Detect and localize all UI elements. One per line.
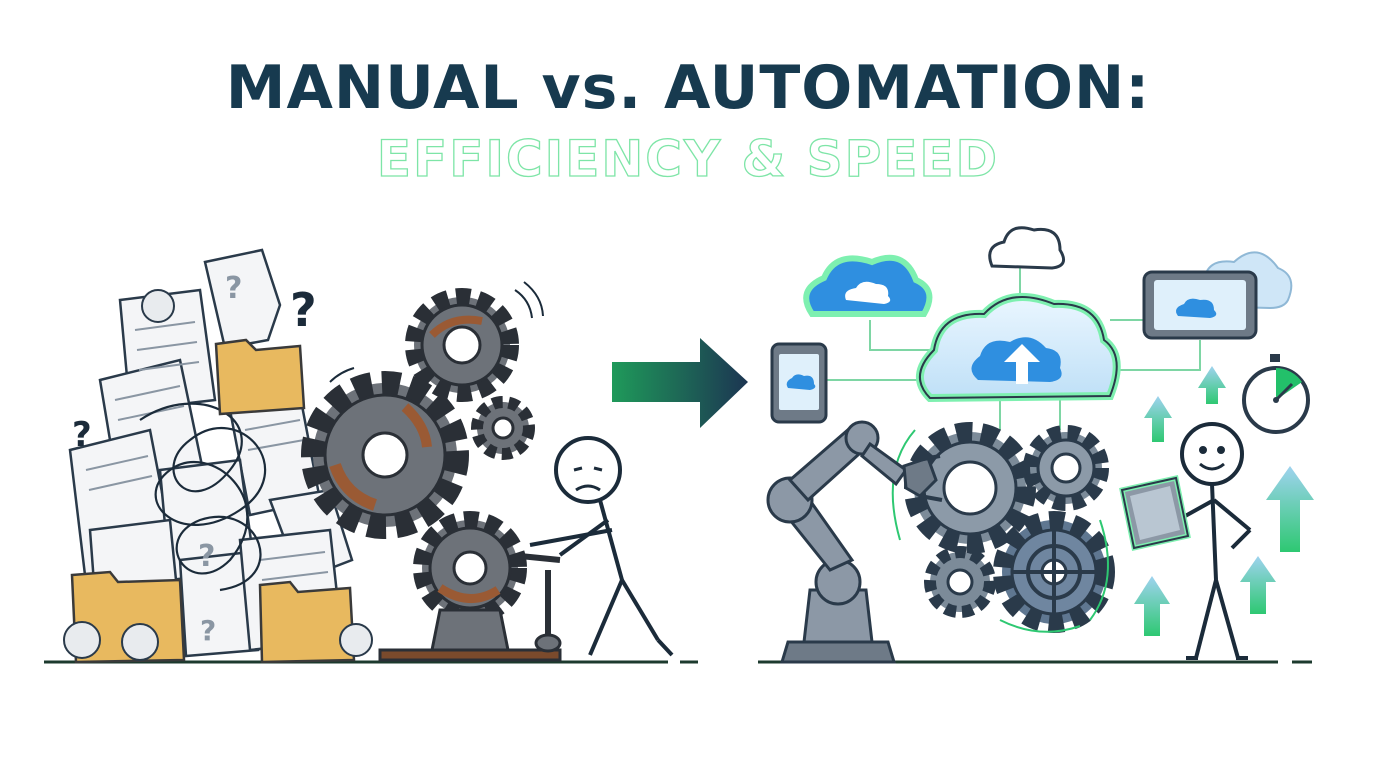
cloud-upload-icon bbox=[916, 293, 1121, 403]
phone-icon bbox=[770, 342, 828, 424]
svg-text:?: ? bbox=[72, 415, 92, 455]
hand-crank-icon bbox=[378, 553, 562, 662]
up-arrow-icon bbox=[1134, 366, 1314, 636]
manual-scene: ? ? ? ? ? bbox=[44, 248, 698, 664]
cloud-icon bbox=[803, 254, 933, 317]
svg-text:?: ? bbox=[198, 539, 215, 574]
svg-text:?: ? bbox=[290, 283, 317, 337]
question-mark-icon: ? ? ? ? ? bbox=[72, 271, 317, 647]
crumpled-paper-icon bbox=[63, 289, 373, 661]
connector-lines bbox=[826, 268, 1201, 430]
svg-text:?: ? bbox=[225, 271, 242, 306]
stopwatch-icon bbox=[1242, 354, 1310, 434]
tangled-string-icon bbox=[139, 402, 267, 592]
svg-text:?: ? bbox=[200, 614, 216, 647]
rusty-gear-icon bbox=[301, 288, 535, 625]
arrow-right-icon bbox=[612, 338, 748, 428]
automation-scene bbox=[758, 226, 1314, 664]
cloud-icon bbox=[988, 226, 1066, 270]
motion-lines bbox=[329, 281, 544, 383]
page-subtitle: EFFICIENCY & SPEED bbox=[376, 129, 1000, 188]
tablet-icon bbox=[1142, 270, 1258, 340]
robot-arm-icon bbox=[766, 420, 943, 664]
happy-stick-figure-icon bbox=[1177, 422, 1252, 660]
sad-stick-figure-icon bbox=[529, 436, 674, 657]
paper-pile-icon bbox=[68, 248, 354, 658]
tablet-icon bbox=[1119, 475, 1191, 551]
target-gear-icon bbox=[993, 511, 1115, 633]
page-title: MANUAL vs. AUTOMATION: bbox=[225, 53, 1151, 123]
